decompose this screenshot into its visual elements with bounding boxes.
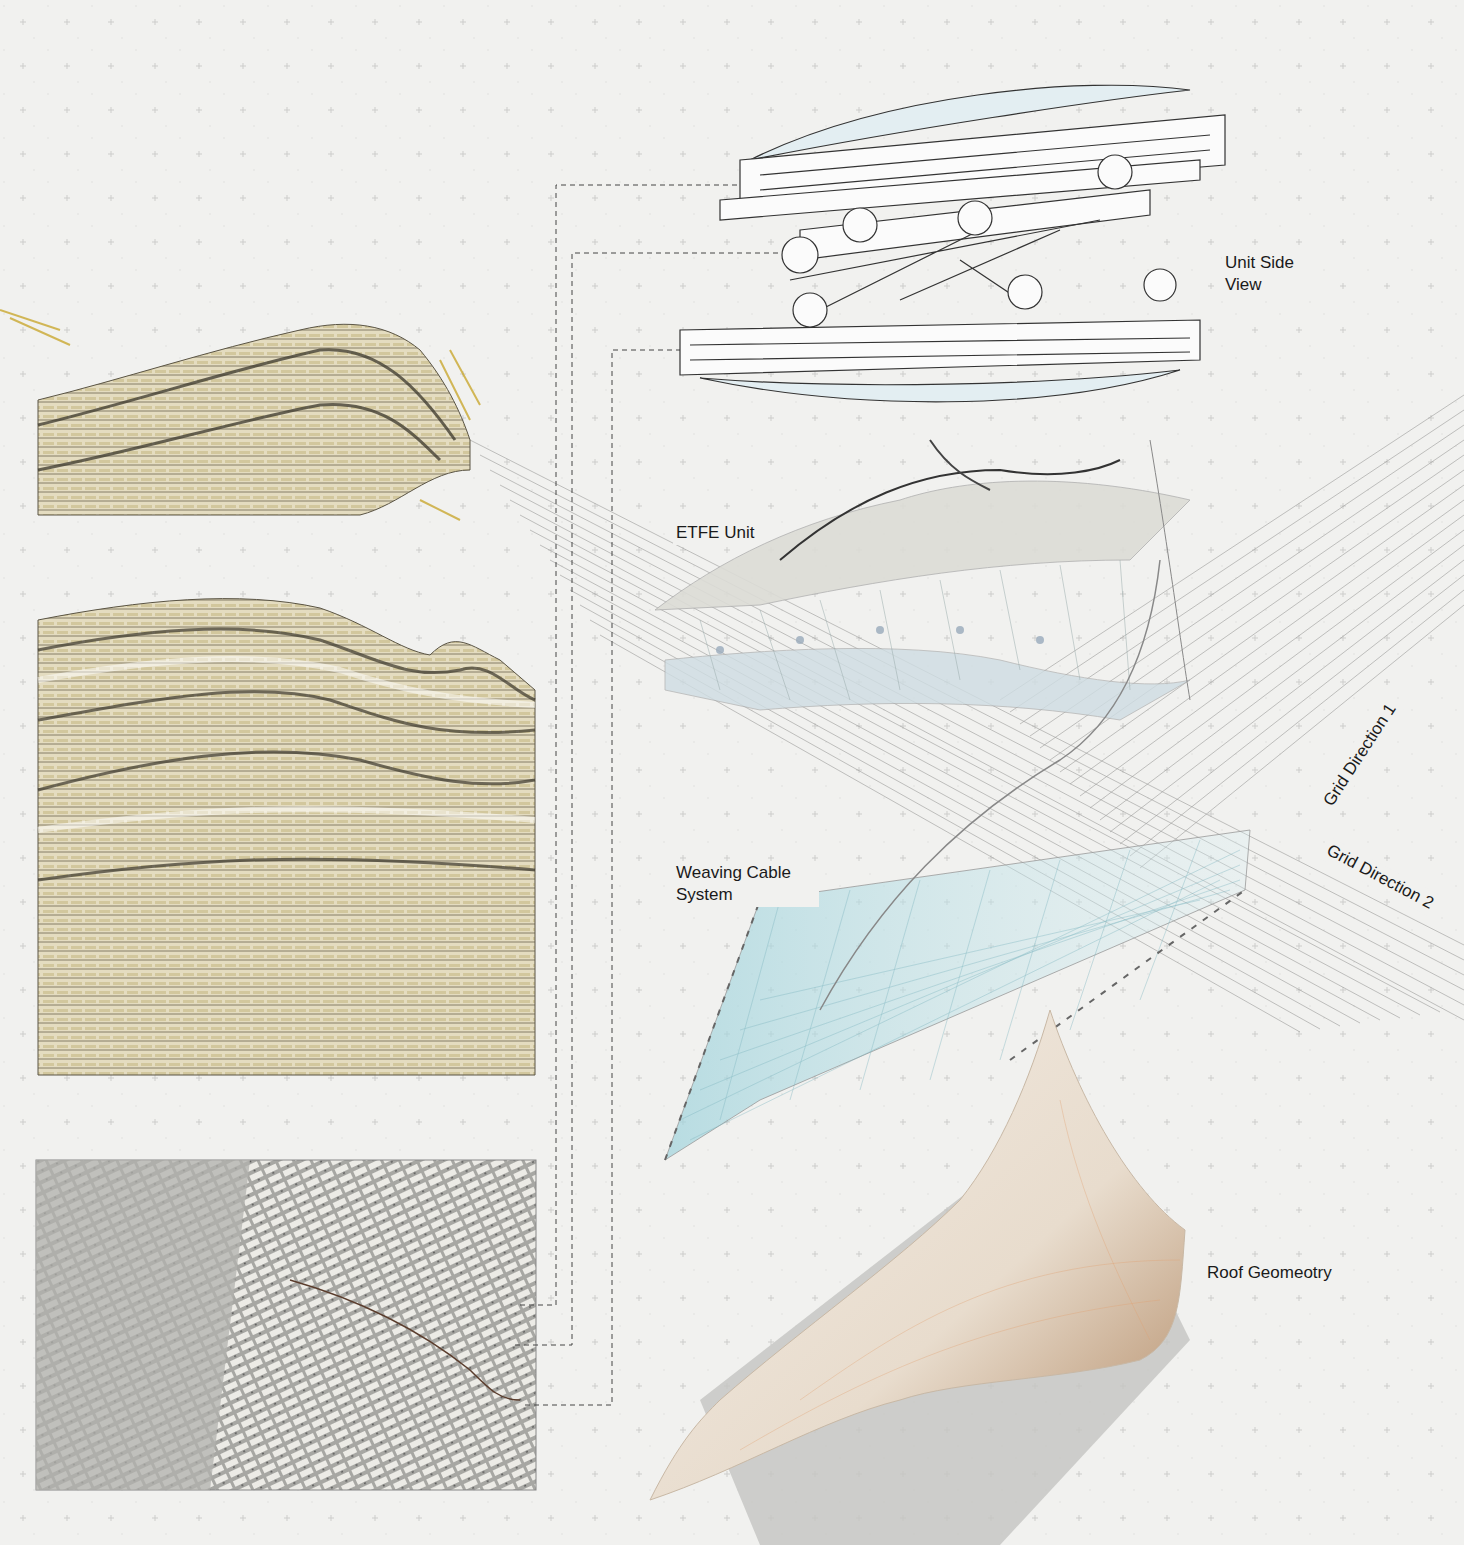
part-label: ETFE Unit (673, 521, 757, 545)
part-label: Weaving Cable System (673, 861, 819, 907)
part-label: Roof Geomeotry (1204, 1261, 1335, 1285)
part-label: Unit Side View (1222, 251, 1318, 297)
